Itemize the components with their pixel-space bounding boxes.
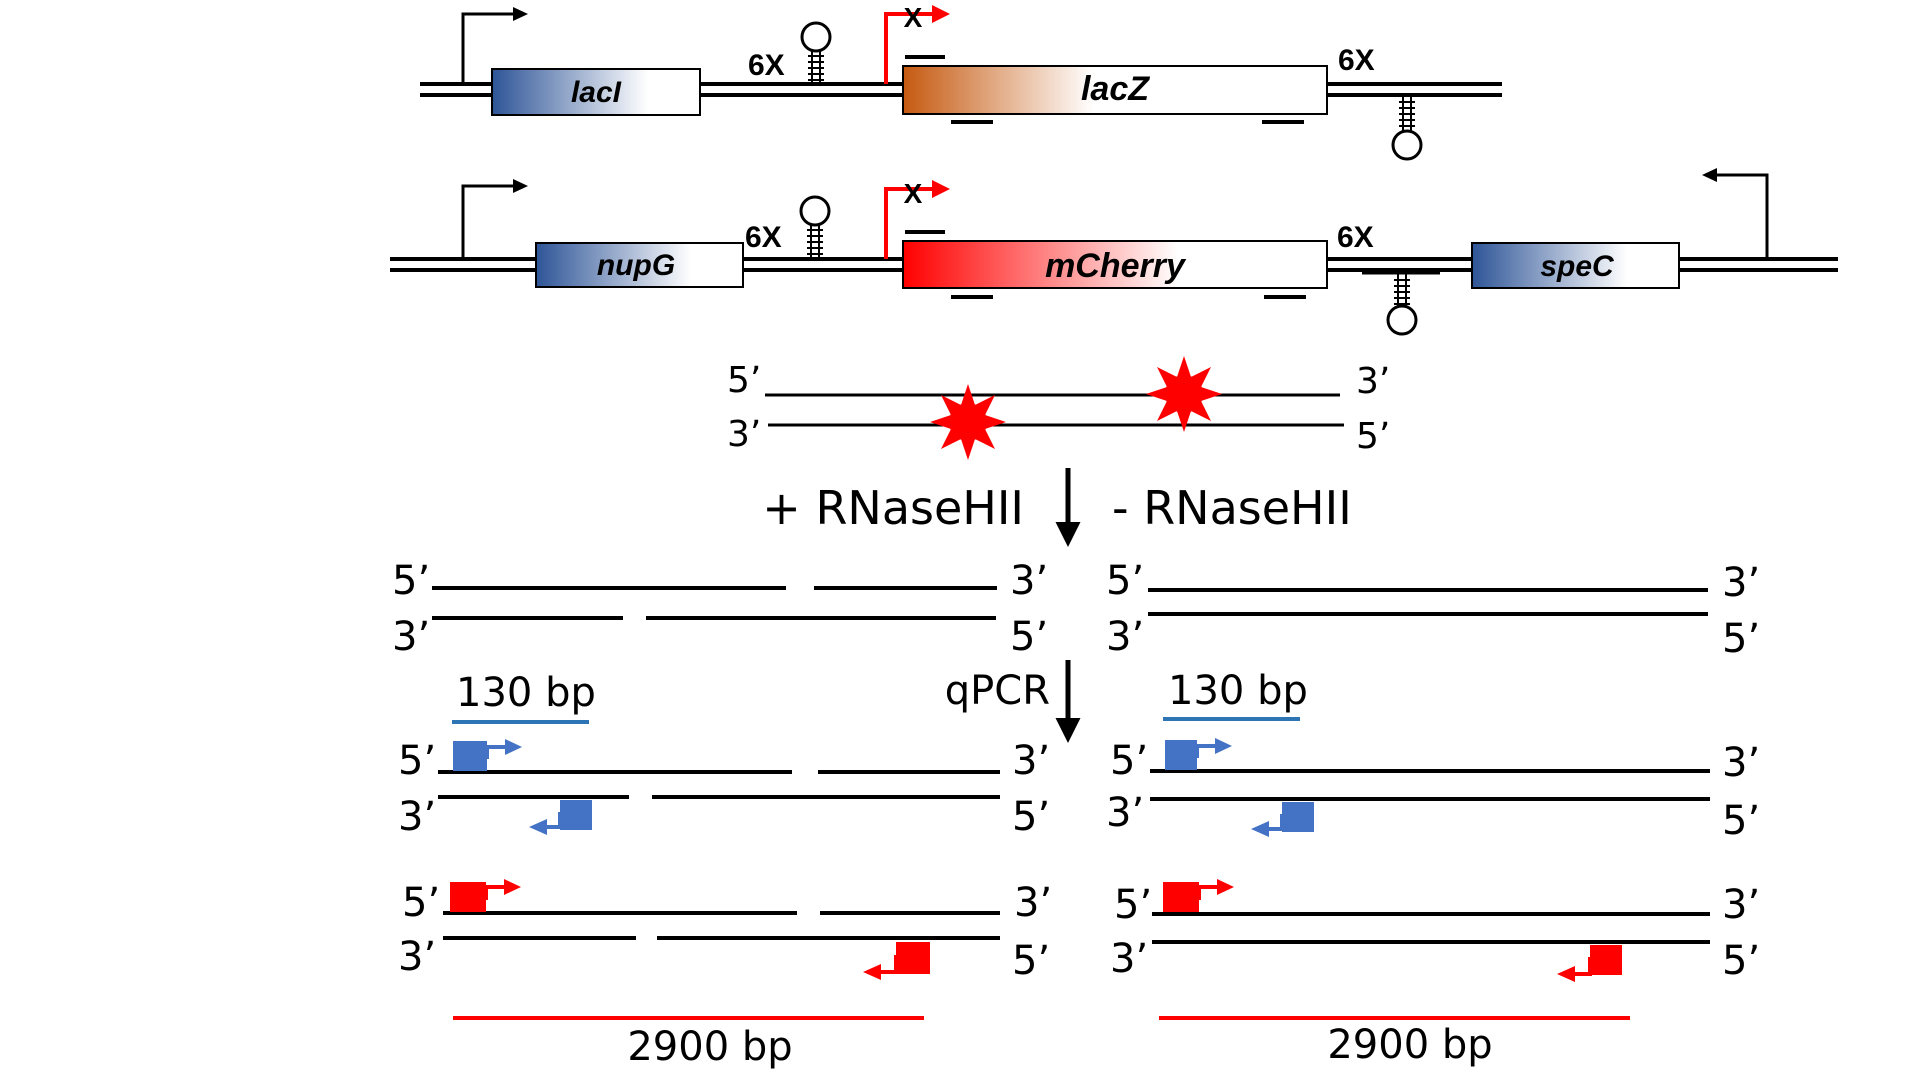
red-promoter-arrowhead-icon bbox=[932, 5, 950, 23]
spec-gene-label: speC bbox=[1540, 250, 1615, 283]
strand-end-label: 5’ bbox=[1114, 882, 1152, 928]
ribonucleotide-star-icon bbox=[930, 384, 1006, 460]
terminator-hairpin-icon bbox=[1391, 95, 1423, 161]
reverse-promoter-arrow-icon bbox=[1715, 173, 1769, 259]
reverse-promoter-arrowhead-icon bbox=[1702, 168, 1717, 182]
nupg-gene-label: nupG bbox=[597, 249, 675, 282]
laci-gene-box bbox=[491, 68, 701, 116]
amplicon-size-label: 2900 bp bbox=[627, 1024, 792, 1070]
red-promoter-arrow-icon bbox=[884, 12, 935, 84]
strand-end-label: 5’ bbox=[727, 360, 761, 401]
strand-end-label: 3’ bbox=[1356, 361, 1390, 402]
strand-end-label: 3’ bbox=[1014, 880, 1052, 926]
strand-end-label: 5’ bbox=[1010, 614, 1048, 660]
reverse-primer-icon bbox=[863, 942, 930, 980]
copy-number-label: 6X bbox=[1337, 221, 1374, 254]
spec-gene-box bbox=[1471, 242, 1680, 289]
strand-end-label: 5’ bbox=[402, 880, 440, 926]
forward-primer-icon bbox=[453, 739, 522, 771]
copy-number-label: 6X bbox=[1338, 44, 1375, 77]
lacz-gene-label: lacZ bbox=[1081, 70, 1150, 108]
construct-bottom: nupG 6X X mCherry 6X speC bbox=[390, 168, 1838, 336]
strand-end-label: 5’ bbox=[1722, 616, 1760, 662]
minus-rnasehii-label: - RNaseHII bbox=[1112, 481, 1352, 535]
terminator-hairpin-icon bbox=[800, 21, 832, 84]
promoter-arrowhead-icon bbox=[513, 179, 528, 193]
forward-primer-icon bbox=[1165, 738, 1232, 770]
terminator-hairpin-icon bbox=[1362, 271, 1440, 336]
strand-end-label: 3’ bbox=[398, 934, 436, 980]
short-amplicon-cleaved: 130 bp 5’ 3’ 3’ 5’ bbox=[398, 670, 1050, 840]
strand-end-label: 3’ bbox=[1012, 738, 1050, 784]
promoter-arrow-icon bbox=[461, 184, 515, 259]
long-amplicon-cleaved: 5’ 3’ 3’ 5’ 2900 bp bbox=[398, 879, 1052, 1070]
strand-end-label: 3’ bbox=[1106, 790, 1144, 836]
strand-end-label: 3’ bbox=[1722, 560, 1760, 606]
copy-number-label: 6X bbox=[748, 49, 785, 82]
strand-end-label: 3’ bbox=[727, 414, 761, 455]
reverse-primer-icon bbox=[1251, 802, 1314, 837]
qpcr-label: qPCR bbox=[945, 668, 1050, 714]
strand-end-label: 3’ bbox=[1106, 614, 1144, 660]
strand-end-label: 3’ bbox=[1110, 936, 1148, 982]
amplicon-size-label: 130 bp bbox=[456, 670, 596, 716]
strand-end-label: 5’ bbox=[1722, 798, 1760, 844]
strand-end-label: 5’ bbox=[398, 738, 436, 784]
plus-rnasehii-label: + RNaseHII bbox=[762, 481, 1024, 535]
copy-number-label: 6X bbox=[745, 221, 782, 254]
promoter-arrow-icon bbox=[461, 12, 515, 84]
strand-end-label: 3’ bbox=[398, 794, 436, 840]
reverse-primer-icon bbox=[529, 800, 592, 835]
long-amplicon-intact: 5’ 3’ 3’ 5’ 2900 bp bbox=[1110, 879, 1760, 1068]
blocked-marker: X bbox=[904, 2, 923, 33]
blocked-marker: X bbox=[904, 178, 923, 209]
forward-primer-icon bbox=[450, 879, 521, 912]
strand-end-label: 3’ bbox=[392, 614, 430, 660]
mcherry-gene-box bbox=[902, 240, 1328, 289]
strand-end-label: 5’ bbox=[1012, 794, 1050, 840]
intact-duplex: 5’ 3’ 3’ 5’ bbox=[1106, 558, 1760, 662]
amplicon-size-label: 130 bp bbox=[1168, 668, 1308, 714]
strand-end-label: 3’ bbox=[1722, 882, 1760, 928]
red-promoter-arrow-icon bbox=[884, 187, 935, 259]
strand-end-label: 3’ bbox=[1010, 558, 1048, 604]
terminator-hairpin-icon bbox=[799, 195, 831, 259]
reverse-primer-icon bbox=[1557, 945, 1622, 982]
short-amplicon-intact: 130 bp 5’ 3’ 3’ 5’ bbox=[1106, 668, 1760, 844]
strand-end-label: 5’ bbox=[1356, 416, 1390, 457]
nupg-gene-box bbox=[535, 242, 744, 288]
strand-end-label: 5’ bbox=[1106, 558, 1144, 604]
mcherry-gene-label: mCherry bbox=[1045, 247, 1187, 285]
strand-end-label: 5’ bbox=[1110, 738, 1148, 784]
ribonucleotide-star-icon bbox=[1146, 356, 1222, 432]
laci-gene-label: lacI bbox=[571, 76, 622, 109]
strand-end-label: 3’ bbox=[1722, 740, 1760, 786]
strand-end-label: 5’ bbox=[392, 558, 430, 604]
construct-top: lacI 6X X lacZ 6X bbox=[420, 2, 1502, 161]
red-promoter-arrowhead-icon bbox=[932, 180, 950, 198]
amplicon-size-label: 2900 bp bbox=[1327, 1022, 1492, 1068]
strand-end-label: 5’ bbox=[1722, 938, 1760, 984]
lacz-gene-box bbox=[902, 65, 1328, 115]
forward-primer-icon bbox=[1163, 879, 1234, 912]
cleaved-duplex: 5’ 3’ 3’ 5’ bbox=[392, 558, 1048, 660]
promoter-arrowhead-icon bbox=[513, 7, 528, 21]
rnase-substrate-duplex: 5’ 3’ 3’ 5’ bbox=[727, 356, 1390, 460]
strand-end-label: 5’ bbox=[1012, 938, 1050, 984]
